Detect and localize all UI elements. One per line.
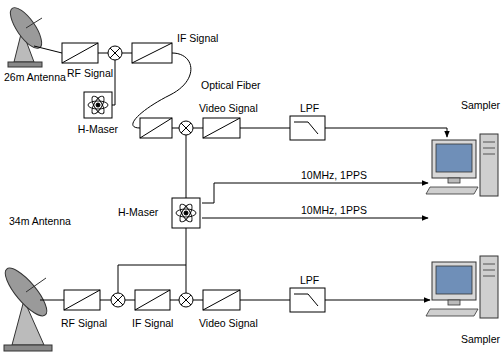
if-amplifier bbox=[135, 290, 170, 310]
signal-label: LPF bbox=[299, 275, 320, 287]
signal-label: LPF bbox=[299, 103, 320, 115]
maser-box bbox=[172, 198, 200, 228]
signal-label: 26m Antenna bbox=[3, 72, 67, 84]
mixer bbox=[179, 293, 193, 307]
signal-label: RF Signal bbox=[66, 68, 114, 80]
mixer bbox=[108, 46, 122, 60]
sampler-computer bbox=[426, 256, 498, 318]
reference-signal-line bbox=[202, 218, 428, 219]
antenna-26m bbox=[5, 3, 62, 67]
antenna-34m bbox=[0, 263, 64, 351]
sampler-computer bbox=[426, 134, 498, 196]
mixer bbox=[179, 121, 193, 135]
signal-label: 34m Antenna bbox=[8, 216, 72, 228]
signal-label: RF Signal bbox=[60, 318, 108, 330]
rf-amplifier bbox=[62, 43, 98, 63]
signal-label: Optical Fiber bbox=[200, 80, 262, 92]
maser-box bbox=[84, 92, 112, 118]
signal-label: IF Signal bbox=[176, 33, 219, 45]
lpf-box bbox=[290, 288, 325, 312]
node-label: H-Maser bbox=[118, 207, 158, 219]
mixer bbox=[111, 293, 125, 307]
signal-label: IF Signal bbox=[131, 318, 174, 330]
lpf-box bbox=[290, 116, 325, 140]
node-label: Sampler bbox=[461, 334, 500, 346]
if-amplifier bbox=[132, 43, 172, 63]
optical-fiber bbox=[133, 53, 191, 128]
maser-node: H-Maser bbox=[70, 92, 126, 136]
signal-label: Video Signal bbox=[198, 103, 259, 115]
reference-signal-line bbox=[202, 183, 428, 203]
video-amplifier bbox=[203, 118, 240, 138]
node-label: H-Maser bbox=[78, 124, 118, 136]
fiber-receiver bbox=[140, 118, 172, 138]
maser-node: H-Maser bbox=[118, 196, 202, 230]
edge-label: 10MHz, 1PPS bbox=[300, 205, 368, 217]
edge-label: 10MHz, 1PPS bbox=[300, 170, 368, 182]
sampler-node: Sampler bbox=[428, 214, 500, 346]
video-amplifier bbox=[203, 290, 240, 310]
rf-amplifier bbox=[64, 290, 100, 310]
node-label: Sampler bbox=[461, 100, 500, 112]
signal-label: Video Signal bbox=[198, 318, 259, 330]
sampler-node: Sampler bbox=[428, 100, 500, 208]
